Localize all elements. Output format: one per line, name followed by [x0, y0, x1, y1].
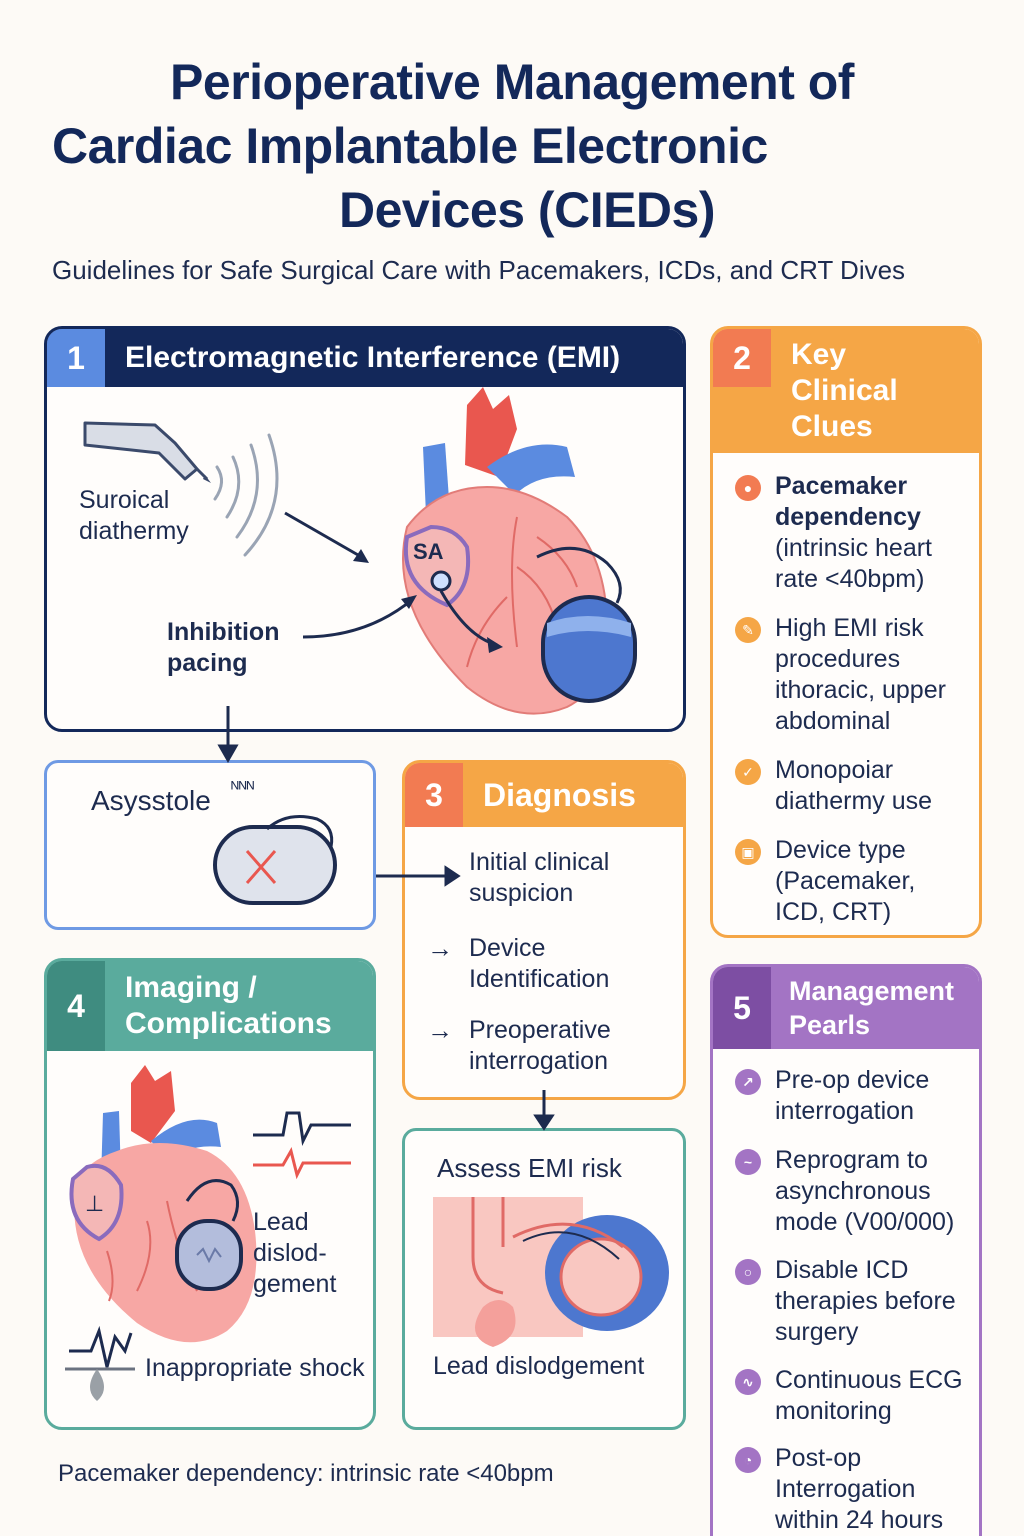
- sa-node-icon: [430, 570, 452, 592]
- panel-emi-title: Electromagnetic Interference (EMI): [125, 341, 621, 374]
- panel-asystole: Asysstole ᴺᴺᴺ: [44, 760, 376, 930]
- emi-illustration: SA: [83, 387, 637, 715]
- inhibition-label: Inhibition pacing: [167, 618, 280, 677]
- title-line-3: Devices (CIEDs): [339, 182, 716, 238]
- panel-diagnosis-number: 3: [405, 763, 463, 827]
- person-icon: ●: [735, 475, 761, 501]
- ring-icon: ○: [735, 1259, 761, 1285]
- pearl-item: ∿ Continuous ECG monitoring: [735, 1365, 969, 1427]
- pearl-item: ○ Disable ICD therapies before surgery: [735, 1255, 969, 1348]
- assess-emi-title: Assess EMI risk: [437, 1153, 622, 1183]
- panel-imaging-number: 4: [47, 961, 105, 1051]
- ecg-trace-icon: [253, 1111, 351, 1180]
- panel-imaging: 4 Imaging / Complications ⊥: [44, 958, 376, 1430]
- page-title: Perioperative Management of Cardiac Impl…: [30, 50, 994, 242]
- pencil-icon: ✎: [735, 617, 761, 643]
- clue-item: ▣ Device type (Pacemaker, ICD, CRT): [735, 835, 969, 928]
- arrow-up-icon: ↗: [735, 1069, 761, 1095]
- panel-diagnosis: 3 Diagnosis Initial clinical suspicion →…: [402, 760, 686, 1100]
- diathermy-label: Suroical diathermy: [79, 486, 189, 545]
- pacemaker-icon: [541, 595, 637, 703]
- wave-icon: ~: [735, 1149, 761, 1175]
- diagnosis-step-2: Device Identification: [469, 934, 610, 993]
- ecg-icon: ∿: [735, 1369, 761, 1395]
- arrow-right-icon: →: [427, 933, 453, 963]
- check-icon: ✓: [735, 759, 761, 785]
- inappropriate-shock-label: Inappropriate shock: [145, 1354, 365, 1382]
- shock-icon: [65, 1325, 135, 1401]
- diathermy-pen-icon: [83, 421, 211, 483]
- clue-item: ✎ High EMI risk procedures ithoracic, up…: [735, 613, 969, 737]
- chest-xray-illustration: [433, 1197, 669, 1347]
- device-icon: ▣: [735, 839, 761, 865]
- svg-text:⊥: ⊥: [85, 1191, 104, 1216]
- panel-key-clues-number: 2: [713, 329, 771, 387]
- panel-assess-emi: Assess EMI risk Lead dislodgement: [402, 1128, 686, 1430]
- panel-management: 5 Management Pearls ↗ Pre-op device inte…: [710, 964, 982, 1536]
- panel-emi-number: 1: [47, 329, 105, 387]
- panel-management-number: 5: [713, 967, 771, 1049]
- pearl-item: ↗ Pre-op device interrogation: [735, 1065, 969, 1127]
- asystole-label: Asysstole: [91, 785, 211, 816]
- pearl-item: ~ Reprogram to asynchronous mode (V00/00…: [735, 1145, 969, 1238]
- panel-diagnosis-title: Diagnosis: [483, 776, 636, 813]
- panel-key-clues-title: Key Clinical Clues: [791, 338, 898, 443]
- title-line-1: Perioperative Management of: [170, 54, 854, 110]
- title-line-2: Cardiac Implantable Electronic: [52, 118, 768, 174]
- diagnosis-step-3: Preoperative interrogation: [469, 1016, 611, 1075]
- panel-key-clues: 2 Key Clinical Clues ● Pacemaker depende…: [710, 326, 982, 938]
- panel-management-title: Management Pearls: [789, 976, 955, 1040]
- heart-icon: ⊥: [69, 1065, 257, 1343]
- arrow-right-icon: →: [427, 1015, 453, 1045]
- assess-lead-label: Lead dislodgement: [433, 1352, 645, 1380]
- clue-item: ● Pacemaker dependency(intrinsic heart r…: [735, 471, 969, 595]
- footer-note: Pacemaker dependency: intrinsic rate <40…: [58, 1460, 554, 1487]
- page-subtitle: Guidelines for Safe Surgical Care with P…: [52, 255, 906, 285]
- diagnosis-step-1: Initial clinical suspicion: [469, 848, 610, 907]
- panel-imaging-title: Imaging / Complications: [125, 971, 332, 1040]
- clue-item: ✓ Monopoiar diathermy use: [735, 755, 969, 817]
- lead-dislodgement-label: Lead dislod-gement: [253, 1208, 337, 1298]
- panel-emi: 1 Electromagnetic Interference (EMI): [44, 326, 686, 732]
- sa-node-label: SA: [413, 539, 444, 564]
- emi-waves-icon: [213, 433, 279, 557]
- complications-illustration: ⊥: [65, 1065, 351, 1401]
- arrow-to-heart-icon: [284, 511, 366, 561]
- asystole-marks: ᴺᴺᴺ: [231, 778, 255, 798]
- clock-icon: ◔: [735, 1447, 761, 1473]
- pearl-item: ◔ Post-op Interrogation within 24 hours: [735, 1443, 969, 1536]
- failed-pacemaker-icon: [213, 815, 337, 905]
